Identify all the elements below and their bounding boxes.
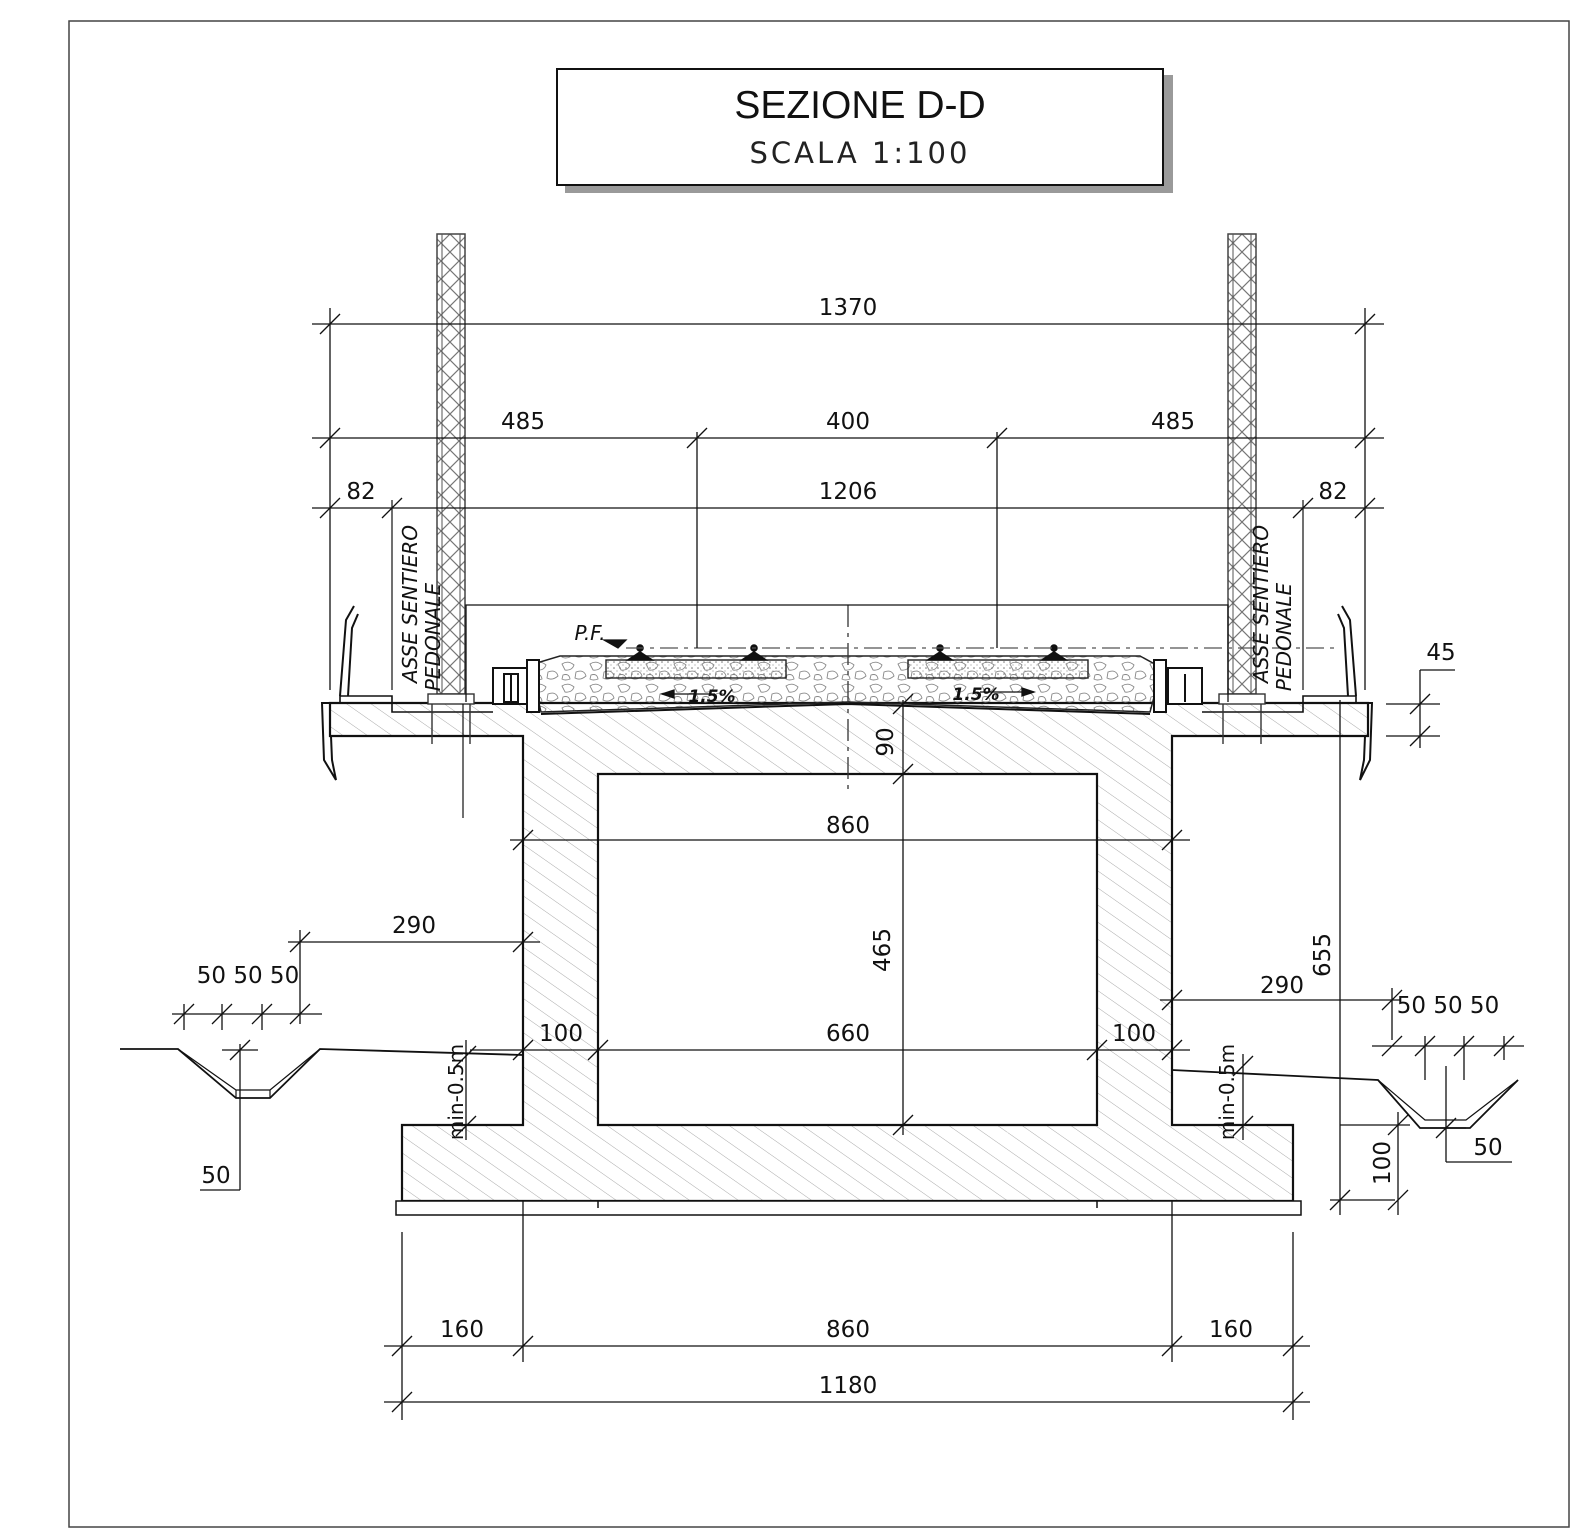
catenary-masts <box>427 233 1266 818</box>
dim-slab-thickness: 90 <box>873 727 899 756</box>
dim-total-height: 655 <box>1310 933 1336 977</box>
path-axis-right-2: PEDONALE <box>1272 583 1296 692</box>
dim-ditch-offset-left: 290 <box>392 913 436 939</box>
axes <box>391 432 1340 790</box>
dim-outer-width-top: 860 <box>826 813 870 839</box>
dim-ditch-offset-right: 290 <box>1260 973 1304 999</box>
path-axis-left-2: PEDONALE <box>421 583 445 692</box>
section-title: SEZIONE D-D <box>734 84 986 127</box>
dimension-texts: 1370 485 400 485 1206 82 82 45 90 465 65… <box>197 295 1503 1399</box>
dim-footing-mid: 860 <box>826 1317 870 1343</box>
dim-wall-left: 100 <box>539 1021 583 1047</box>
path-axis-right-1: ASSE SENTIERO <box>1249 525 1273 685</box>
annotation-labels: ASSE SENTIERO PEDONALE ASSE SENTIERO PED… <box>398 525 1296 1140</box>
box-culvert <box>328 701 1370 1216</box>
walkway <box>330 695 1357 713</box>
rail-level-label: P.F. <box>575 621 606 645</box>
dim-side-right: 485 <box>1151 409 1195 435</box>
slope-left-label: 1.5% <box>688 687 735 707</box>
dim-edge-left: 82 <box>346 479 375 505</box>
dim-ditch-parts-left: 50 50 50 <box>197 963 299 989</box>
dim-edge-right: 82 <box>1318 479 1347 505</box>
dim-ditch-depth-right: 50 <box>1473 1135 1502 1161</box>
dim-side-left: 485 <box>501 409 545 435</box>
dim-footing-overhang-right: 160 <box>1209 1317 1253 1343</box>
slope-right-label: 1.5% <box>952 685 999 705</box>
dim-wall-right: 100 <box>1112 1021 1156 1047</box>
dim-inner-width: 660 <box>826 1021 870 1047</box>
sheet-frame <box>68 20 1570 1528</box>
dimension-lines <box>172 308 1524 1420</box>
ground-ditches <box>120 1048 1519 1129</box>
dim-ditch-parts-right: 50 50 50 <box>1397 993 1499 1019</box>
dim-platform: 1206 <box>819 479 878 505</box>
dim-center: 400 <box>826 409 870 435</box>
scale-label: SCALA 1:100 <box>749 136 971 170</box>
cable-troughs <box>492 659 1203 713</box>
dim-footing-total: 1180 <box>819 1373 878 1399</box>
dim-cantilever-drop: 45 <box>1426 640 1455 666</box>
min-cover-right: min-0.5m <box>1215 1044 1239 1140</box>
dim-footing-overhang-left: 160 <box>440 1317 484 1343</box>
dim-ditch-depth-left: 50 <box>201 1163 230 1189</box>
dim-internal-height: 465 <box>870 928 896 972</box>
dim-footing-thickness: 100 <box>1370 1141 1396 1185</box>
ballast-bed <box>529 644 1163 713</box>
railings <box>320 605 1374 781</box>
min-cover-left: min-0.5m <box>444 1044 468 1140</box>
title-block: SEZIONE D-D SCALA 1:100 <box>556 68 1164 186</box>
path-axis-left-1: ASSE SENTIERO <box>398 525 422 685</box>
dim-overall-top: 1370 <box>819 295 878 321</box>
